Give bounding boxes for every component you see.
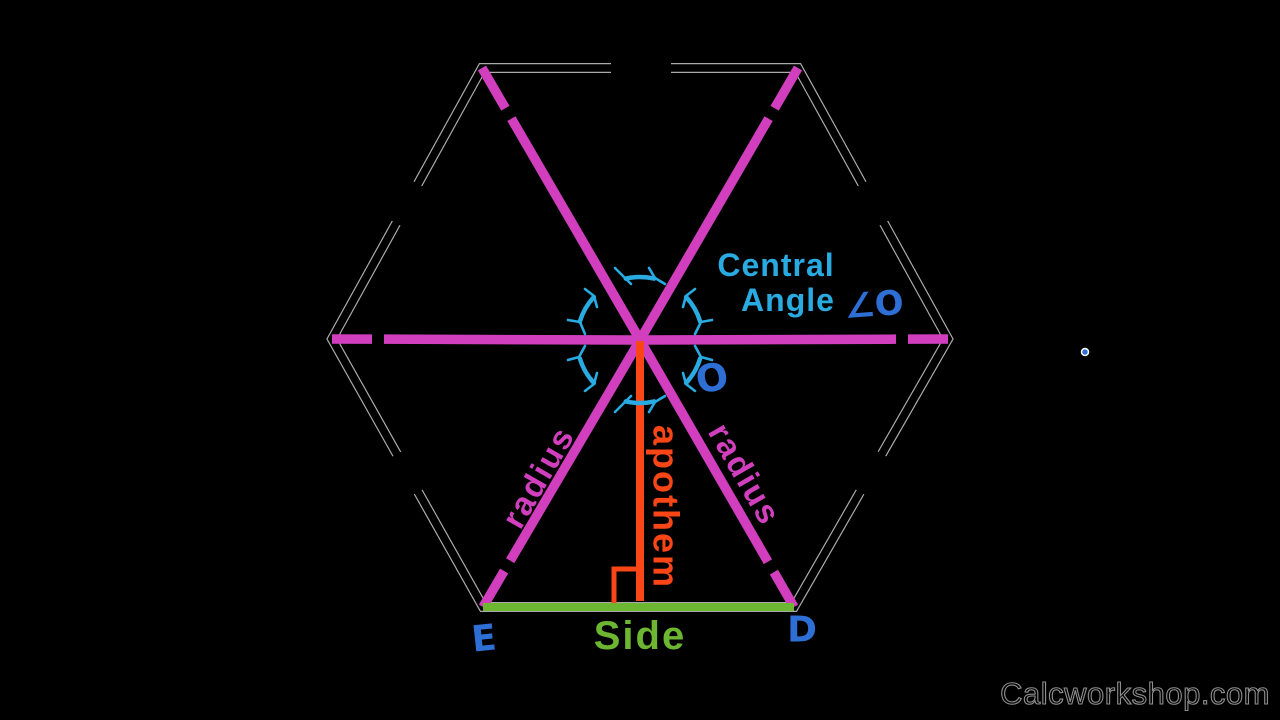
central-angle-arc [577, 294, 597, 324]
central-angle-arcs [566, 266, 714, 414]
central-angle-label-line2: Angle [741, 282, 835, 318]
side-label: Side [594, 614, 686, 658]
stray-dot [1080, 347, 1090, 357]
arc-arrowhead-icons [566, 266, 714, 414]
vertex-angle-o-label: O [692, 354, 731, 403]
edge-tick-gaps [389, 60, 891, 496]
central-angle-arc [623, 399, 657, 406]
central-angle-label-line1: Central [717, 247, 834, 283]
radius-line-bottom-right [635, 337, 799, 610]
watermark: Calcworkshop.com [1000, 676, 1270, 711]
radius-line-top-left [477, 65, 645, 343]
vertex-d-label: D [787, 610, 817, 651]
radius-line-bottom-left [478, 337, 645, 610]
apothem-label: apothem [646, 425, 687, 589]
radius-line-top-right [635, 65, 803, 343]
radius-line-right [639, 334, 949, 345]
right-angle-mark [611, 566, 639, 603]
vertex-e-label: E [470, 617, 499, 660]
radius-lines [331, 65, 949, 610]
central-angle-arc [623, 274, 657, 281]
central-angle-arc [683, 294, 703, 324]
angle-symbol-label: ∠O [843, 283, 905, 327]
radius-line-left [331, 334, 641, 345]
central-angle-arc [577, 356, 597, 386]
